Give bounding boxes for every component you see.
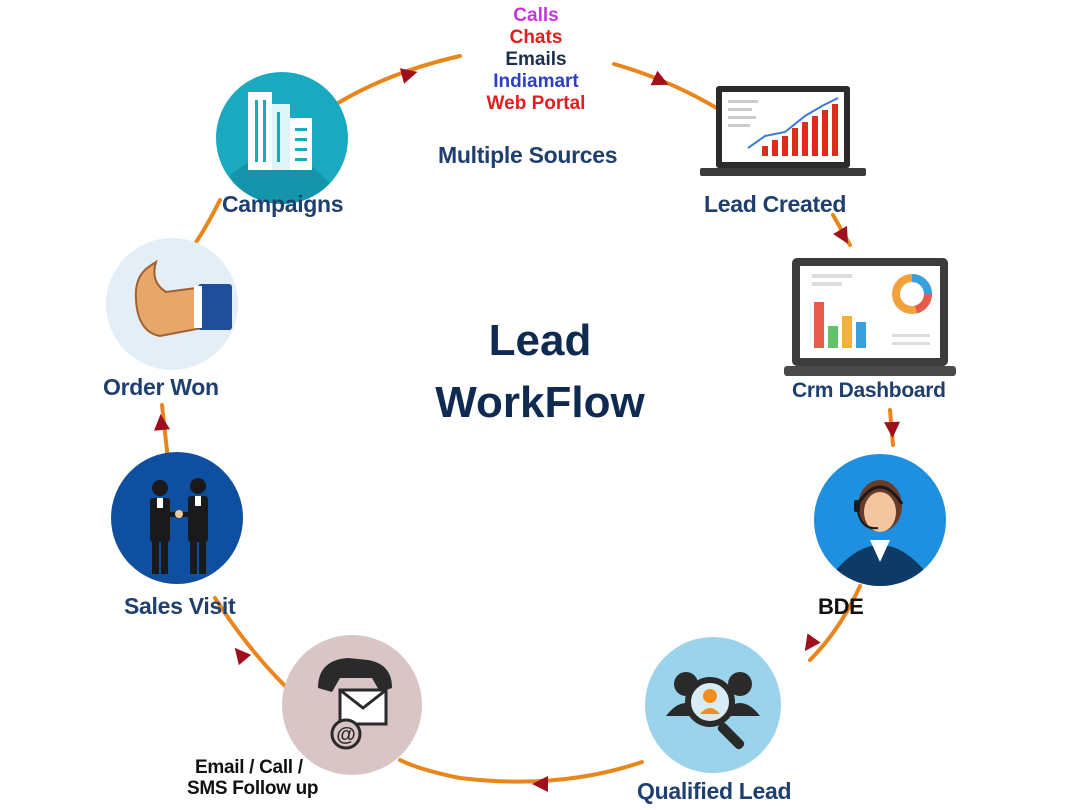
title-line-workflow: WorkFlow — [435, 378, 645, 427]
arrow-order-won — [154, 414, 170, 431]
arrow-lead-created — [650, 70, 669, 86]
svg-text:@: @ — [336, 724, 356, 746]
source-calls: Calls — [436, 5, 636, 27]
source-emails: Emails — [436, 49, 636, 71]
source-indiamart: Indiamart — [436, 71, 636, 93]
qualified-lead-magnifier-icon — [645, 637, 781, 773]
campaigns-label: Campaigns — [222, 191, 344, 217]
source-emails-label: Emails — [505, 49, 567, 70]
title-line-lead: Lead — [488, 316, 592, 365]
arrow-sources — [399, 68, 418, 84]
source-chats-label: Chats — [509, 27, 563, 48]
sales-visit-handshake-icon — [111, 452, 243, 584]
crm-dashboard-monitor-icon — [784, 258, 956, 376]
followup-label-line2: SMS Follow up — [187, 778, 319, 799]
qualified-lead-label: Qualified Lead — [637, 778, 792, 804]
source-web-portal: Web Portal — [436, 93, 636, 115]
source-indiamart-label: Indiamart — [493, 71, 579, 92]
arrow-sales-visit — [234, 647, 252, 666]
arrow-crm — [833, 226, 848, 244]
source-web-portal-label: Web Portal — [486, 93, 586, 114]
lead-created-laptop-icon — [700, 86, 866, 176]
source-calls-label: Calls — [513, 5, 559, 26]
arrow-bde — [884, 421, 900, 438]
source-chats: Chats — [436, 27, 636, 49]
crm-dashboard-label: Crm Dashboard — [792, 379, 946, 402]
arrow-followup — [532, 776, 548, 792]
sales-visit-label: Sales Visit — [124, 593, 236, 619]
phone-email-icon: @ — [282, 635, 422, 775]
bde-label: BDE — [818, 594, 864, 619]
bde-headset-icon — [814, 454, 946, 586]
order-won-thumbs-up-icon — [106, 238, 238, 370]
order-won-label: Order Won — [103, 374, 219, 400]
campaigns-building-icon — [216, 72, 348, 204]
followup-label-line1: Email / Call / — [195, 757, 303, 778]
workflow-arrows — [154, 68, 900, 792]
multiple-sources-label: Multiple Sources — [438, 142, 618, 168]
lead-created-label: Lead Created — [704, 191, 847, 217]
arrow-qualified — [804, 633, 821, 652]
